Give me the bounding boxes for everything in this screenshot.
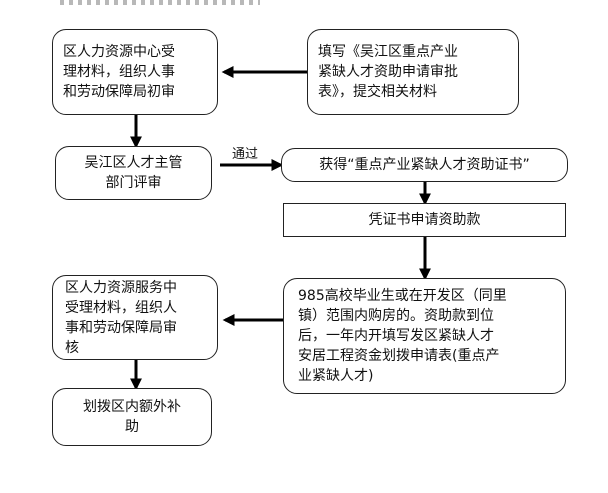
- edge-label-approved: 通过: [232, 147, 259, 162]
- step-fill-application-form-text: 填写《吴江区重点产业 紧缺人才资助申请审批 表》，提交相关材料: [318, 44, 458, 100]
- step-housing-subsidy-application-text: 985高校毕业生或在开发区（同里 镇）范围内购房的。资助款到位 后，一年内开填写…: [298, 288, 507, 384]
- step-talent-dept-review: 吴江区人才主管 部门评审: [55, 146, 212, 200]
- step-fill-application-form: 填写《吴江区重点产业 紧缺人才资助申请审批 表》，提交相关材料: [307, 29, 519, 115]
- step-allocate-extra-subsidy: 划拨区内额外补 助: [52, 388, 212, 446]
- step-talent-dept-review-text: 吴江区人才主管 部门评审: [84, 155, 183, 191]
- step-hr-center-initial-review-text: 区人力资源中心受 理材料，组织人事 和劳动保障局初审: [63, 44, 175, 100]
- step-hr-service-center-review: 区人力资源服务中 受理材料，组织人 事和劳动保障局审 核: [52, 275, 218, 360]
- step-allocate-extra-subsidy-text: 划拨区内额外补 助: [83, 399, 181, 435]
- step-hr-center-initial-review: 区人力资源中心受 理材料，组织人事 和劳动保障局初审: [52, 29, 218, 115]
- step-obtain-certificate: 获得“重点产业紧缺人才资助证书”: [281, 148, 568, 182]
- step-apply-funding: 凭证书申请资助款: [283, 203, 566, 237]
- cropped-top-text-fragment: [60, 0, 260, 5]
- step-apply-funding-text: 凭证书申请资助款: [368, 212, 481, 228]
- step-obtain-certificate-text: 获得“重点产业紧缺人才资助证书”: [319, 157, 530, 173]
- step-hr-service-center-review-text: 区人力资源服务中 受理材料，组织人 事和劳动保障局审 核: [65, 279, 177, 356]
- step-housing-subsidy-application: 985高校毕业生或在开发区（同里 镇）范围内购房的。资助款到位 后，一年内开填写…: [283, 278, 566, 394]
